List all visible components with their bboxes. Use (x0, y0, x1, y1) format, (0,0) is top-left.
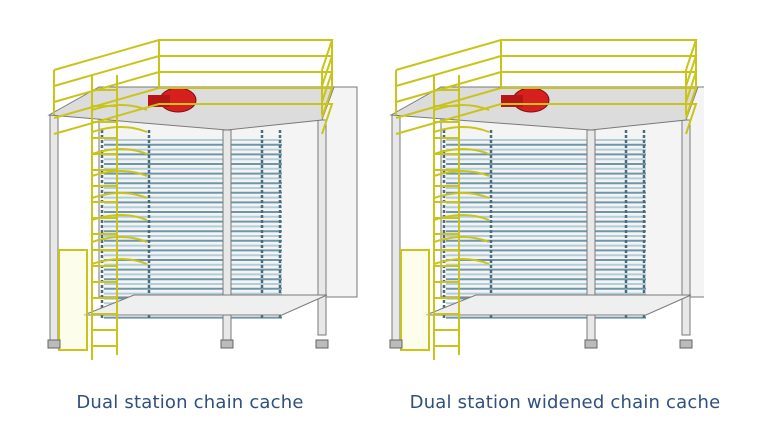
figure-dual-station-widened-chain-cache (374, 20, 704, 365)
caption-dual-station-chain-cache: Dual station chain cache (76, 392, 304, 413)
cage-hoop (91, 258, 148, 265)
cage-hoop (91, 170, 148, 177)
cage-hoop (91, 236, 148, 243)
cage-hoop (433, 192, 490, 199)
cage-hoop (91, 214, 148, 221)
cage-hoop (91, 148, 148, 155)
cage-hoop (433, 258, 490, 265)
cage-hoop (433, 126, 490, 133)
railing-bar (395, 103, 698, 135)
foot (315, 339, 329, 349)
ladder (91, 75, 148, 360)
frame-column (391, 114, 401, 341)
foot (584, 339, 598, 349)
cage-hoop (433, 170, 490, 177)
cage-hoop (91, 104, 148, 111)
frame-column (317, 119, 327, 336)
side-guard (58, 249, 88, 351)
frame-column (681, 119, 691, 336)
gearbox (501, 95, 523, 107)
chain-cache-illustration (47, 39, 358, 360)
top-railing (53, 39, 334, 135)
frame-column (49, 114, 59, 341)
side-guard (400, 249, 430, 351)
foot (47, 339, 61, 349)
railing-bar (53, 103, 334, 135)
figure-dual-station-chain-cache (32, 20, 362, 365)
foot (389, 339, 403, 349)
cage-hoop (433, 148, 490, 155)
cage-hoop (91, 126, 148, 133)
cage-hoop (433, 214, 490, 221)
cage-hoop (433, 104, 490, 111)
top-railing (395, 39, 698, 135)
cage-hoop (433, 236, 490, 243)
foot (220, 339, 234, 349)
widened-chain-cache-illustration (389, 39, 704, 360)
cage-hoop (91, 192, 148, 199)
caption-dual-station-widened-chain-cache: Dual station widened chain cache (409, 392, 721, 413)
foot (679, 339, 693, 349)
ladder (433, 75, 490, 360)
